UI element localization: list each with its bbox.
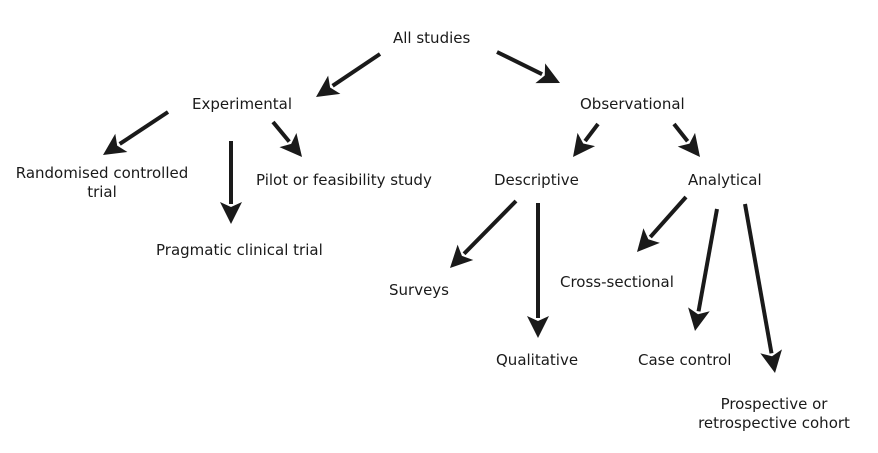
arrowhead-rct <box>103 133 128 155</box>
node-pilot-label: Pilot or feasibility study <box>256 171 432 189</box>
node-rct-label-line2: trial <box>87 183 117 201</box>
arrow-experimental-to-rct <box>118 110 170 146</box>
arrow-analytical-to-cohort <box>743 203 774 354</box>
arrowhead-analytical <box>677 132 700 157</box>
arrowhead-cohort <box>760 349 782 373</box>
node-qualitative-label: Qualitative <box>496 351 579 369</box>
arrow-analytical-to-case-control <box>696 208 719 312</box>
arrowhead-surveys <box>450 244 474 268</box>
arrowhead-observational <box>535 63 560 84</box>
node-case-control: Case control <box>638 351 731 370</box>
arrowhead-case-control <box>688 307 710 331</box>
arrowhead-pragmatic <box>220 202 242 224</box>
arrow-descriptive-to-surveys <box>462 199 518 256</box>
node-surveys-label: Surveys <box>389 281 449 299</box>
node-cross-sectional-label: Cross-sectional <box>560 273 674 291</box>
node-rct-label-line1: Randomised controlled <box>15 164 189 182</box>
arrow-observational-to-analytical <box>672 122 690 143</box>
node-case-control-label: Case control <box>638 351 732 369</box>
node-experimental: Experimental <box>192 95 292 114</box>
node-pragmatic-label: Pragmatic clinical trial <box>156 241 323 259</box>
node-qualitative: Qualitative <box>496 351 578 370</box>
arrowhead-experimental <box>316 75 341 97</box>
arrow-analytical-to-cross-sectional <box>648 195 688 239</box>
arrow-all-studies-to-observational <box>496 50 543 76</box>
arrowhead-qualitative <box>527 316 549 338</box>
arrow-experimental-to-pilot <box>271 120 291 143</box>
arrow-all-studies-to-experimental <box>331 52 382 88</box>
node-descriptive-label: Descriptive <box>494 171 579 189</box>
node-all-studies: All studies <box>393 29 470 48</box>
arrowhead-pilot <box>279 133 302 157</box>
node-pragmatic-clinical-trial: Pragmatic clinical trial <box>156 241 323 260</box>
node-analytical-label: Analytical <box>688 171 762 189</box>
node-observational: Observational <box>580 95 685 114</box>
node-experimental-label: Experimental <box>192 95 293 113</box>
node-cross-sectional: Cross-sectional <box>560 273 674 292</box>
node-randomised-controlled-trial: Randomised controlled trial <box>11 164 193 202</box>
node-pilot-feasibility: Pilot or feasibility study <box>256 171 432 190</box>
arrowhead-cross-sectional <box>637 228 660 252</box>
node-prospective-retrospective-cohort: Prospective or retrospective cohort <box>676 395 872 433</box>
node-cohort-label-line2: retrospective cohort <box>698 414 850 432</box>
arrowhead-descriptive <box>573 132 596 157</box>
arrow-observational-to-descriptive <box>583 122 600 143</box>
node-all-studies-label: All studies <box>393 29 471 47</box>
node-descriptive: Descriptive <box>494 171 579 190</box>
node-analytical: Analytical <box>688 171 762 190</box>
node-observational-label: Observational <box>580 95 685 113</box>
node-cohort-label-line1: Prospective or <box>720 395 828 413</box>
node-surveys: Surveys <box>389 281 449 300</box>
